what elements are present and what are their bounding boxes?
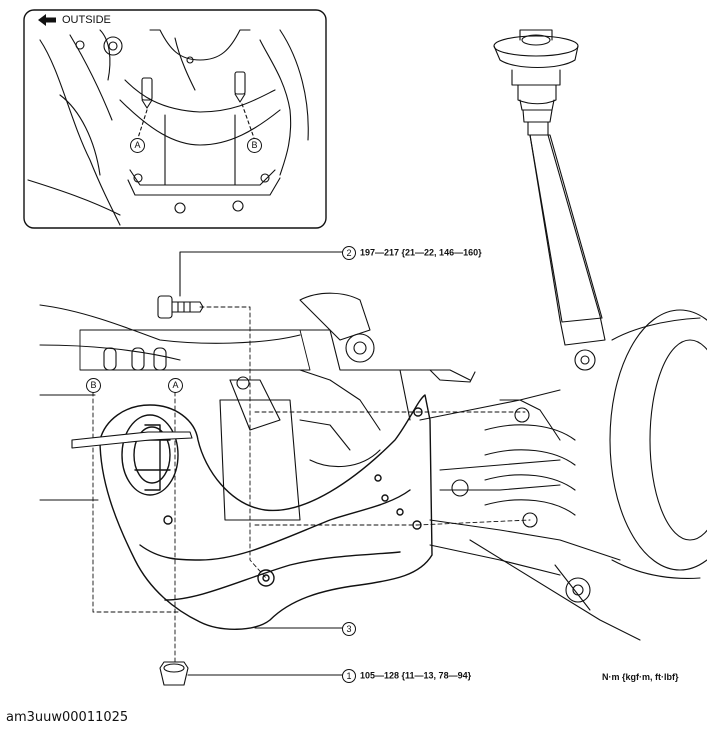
- figure-id: am3uuw00011025: [6, 710, 129, 725]
- brake-drum: [554, 309, 707, 611]
- point-a-marker-inset: A: [130, 138, 145, 153]
- inset-direction-label: OUTSIDE: [62, 14, 111, 26]
- left-arrow-icon: [38, 14, 56, 26]
- nut: [159, 661, 343, 686]
- callout-2: 2 197—217 {21—22, 146—160}: [342, 246, 482, 260]
- dashed-lines: [92, 306, 531, 663]
- torque-spec: 105—128 {11—13, 78—94}: [360, 670, 472, 681]
- torque-spec: 197—217 {21—22, 146—160}: [360, 247, 482, 258]
- point-b-marker: B: [86, 378, 101, 393]
- point-b-marker-inset: B: [247, 138, 262, 153]
- inset-view: [23, 9, 327, 229]
- callout-number: 1: [342, 669, 356, 683]
- shock-absorber: [493, 29, 606, 371]
- callout-3: 3: [342, 622, 360, 636]
- lower-arm: [99, 394, 433, 630]
- tool-pointer: [71, 431, 193, 449]
- callout-number: 3: [342, 622, 356, 636]
- callout-1: 1 105—128 {11—13, 78—94}: [342, 669, 471, 683]
- units-label: N·m {kgf·m, ft·lbf}: [602, 672, 679, 682]
- callout-number: 2: [342, 246, 356, 260]
- point-a-marker: A: [168, 378, 183, 393]
